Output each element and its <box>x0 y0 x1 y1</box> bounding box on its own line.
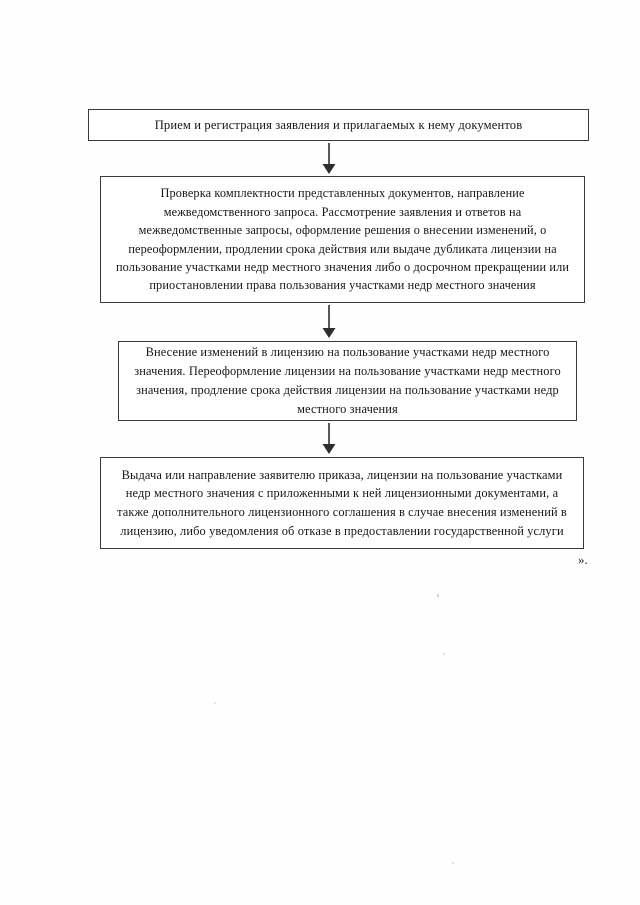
scan-speck <box>214 702 216 704</box>
scan-speck <box>443 653 445 655</box>
arrow-down-icon <box>322 423 336 454</box>
scan-speck <box>452 862 454 864</box>
arrow-down-icon <box>322 143 336 174</box>
flow-node-1: Прием и регистрация заявления и прилагае… <box>88 109 589 141</box>
flow-node-2: Проверка комплектности представленных до… <box>100 176 585 303</box>
closing-quote-mark: ». <box>578 552 588 567</box>
scan-speck <box>437 594 439 597</box>
flow-node-2-text: Проверка комплектности представленных до… <box>115 186 570 293</box>
flow-node-4: Выдача или направление заявителю приказа… <box>100 457 584 549</box>
flow-node-3-text: Внесение изменений в лицензию на пользов… <box>134 344 561 417</box>
flow-node-4-text: Выдача или направление заявителю приказа… <box>117 467 567 538</box>
arrow-down-icon <box>322 305 336 338</box>
flow-node-3: Внесение изменений в лицензию на пользов… <box>118 341 577 421</box>
flow-node-1-text: Прием и регистрация заявления и прилагае… <box>154 117 523 132</box>
